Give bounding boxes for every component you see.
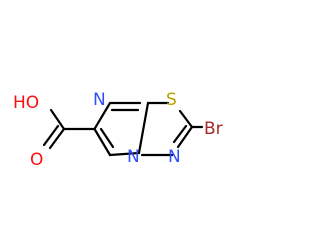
bonds [42, 101, 204, 157]
bond-c6-n7 [93, 101, 112, 131]
bond-c5-c6-double [99, 127, 115, 149]
bond-c-o-double [42, 124, 60, 147]
bond-c2-n3 [176, 125, 194, 149]
bond-c2-n3-double [172, 124, 188, 144]
atom-label-ring-nitrogen: N [168, 147, 181, 167]
bond-c5-c6 [93, 127, 112, 157]
bond-c-o [48, 127, 66, 150]
bond-n4-c5 [108, 151, 141, 157]
molecule-diagram: HO O N S Br N N [13, 90, 223, 170]
atom-labels: HO O N S Br N N [13, 90, 223, 170]
atom-label-hydroxyl: HO [13, 93, 39, 113]
bond-c7a-n4 [137, 101, 150, 155]
bond-s-c2 [178, 109, 194, 129]
atom-label-sulfur: S [166, 90, 177, 110]
atom-label-imine-nitrogen: N [93, 90, 106, 110]
atom-label-bridgehead-nitrogen: N [127, 147, 140, 167]
bond-c-oh [49, 108, 66, 131]
atom-label-bromine: Br [204, 119, 223, 139]
atom-label-carbonyl-oxygen: O [30, 150, 43, 170]
